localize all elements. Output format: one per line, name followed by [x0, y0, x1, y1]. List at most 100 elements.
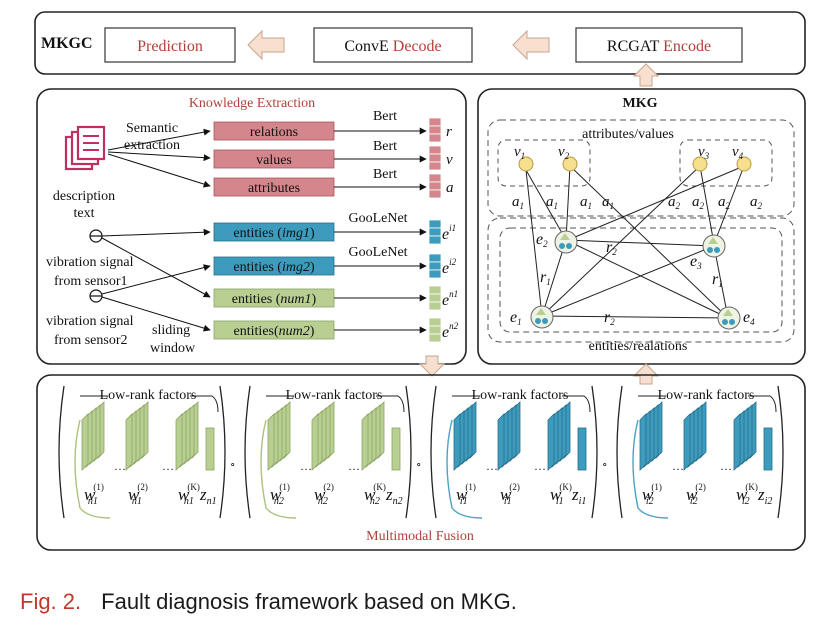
factor-w-label: w(1)n1	[84, 482, 104, 507]
mkg-title: MKG	[623, 96, 658, 111]
low-rank-factors-label: Low-rank factors	[286, 388, 383, 403]
v-symbol: v	[446, 152, 453, 168]
factor-tensor-stack	[497, 401, 521, 471]
sliding-label: sliding	[152, 323, 190, 338]
ei1-symbol: ei1	[442, 223, 456, 243]
attributes-label: attributes	[248, 181, 300, 196]
z-label: zn1	[199, 485, 217, 507]
svg-text:a1: a1	[546, 194, 558, 211]
svg-text:a2: a2	[668, 194, 681, 211]
z-label: zn2	[385, 485, 403, 507]
z-vector	[391, 427, 401, 471]
bert-label: Bert	[373, 167, 397, 182]
entity-node-e2	[554, 230, 578, 254]
attribute-edge-labels: a1 a1 a1 a1 a2 a2 a2 a2	[512, 194, 763, 211]
ellipsis: …	[534, 459, 546, 473]
low-rank-factors-label: Low-rank factors	[100, 388, 197, 403]
description-label: description	[53, 189, 115, 204]
r2-label-bottom: r2	[604, 309, 615, 327]
z-vector	[205, 427, 215, 471]
ellipsis: …	[114, 459, 126, 473]
mkg-panel: MKG attributes/values entities/realation…	[477, 88, 806, 385]
factor-tensor-stack	[453, 401, 477, 471]
rcgat-encode-box	[575, 27, 743, 63]
z-vector	[577, 427, 587, 471]
e2-label: e2	[536, 231, 548, 249]
entities-relations-label: entities/realations	[589, 339, 688, 354]
mkg-edges	[525, 165, 745, 319]
value-node-v2	[562, 156, 578, 172]
r2-label-top: r2	[606, 239, 617, 257]
entity-node-e3	[702, 234, 726, 258]
multimodal-fusion-panel: Multimodal Fusion Low-rank factors w(1)n1…	[36, 374, 806, 551]
embedding-vector-r	[428, 117, 442, 143]
bert-label: Bert	[373, 139, 397, 154]
embedding-vector-ei1	[428, 219, 442, 245]
up-arrow-icon	[632, 363, 660, 385]
entities-img2-label: entities (img2)	[233, 260, 315, 275]
svg-text:a2: a2	[718, 194, 731, 211]
multimodal-fusion-title: Multimodal Fusion	[366, 529, 474, 544]
factor-tensor-stack	[683, 401, 707, 471]
sensor1-icon	[89, 229, 103, 243]
en1-symbol: en1	[442, 289, 458, 309]
window-label: window	[150, 341, 196, 356]
googlenet-label: GooLeNet	[348, 211, 407, 226]
value-node-v1	[518, 156, 534, 172]
document-icon	[64, 125, 106, 171]
factor-tensor-stack	[361, 401, 385, 471]
factor-w-label: w(1)i2	[642, 482, 662, 507]
factor-tensor-stack	[547, 401, 571, 471]
ellipsis: …	[486, 459, 498, 473]
value-node-v4	[736, 156, 752, 172]
svg-text:a2: a2	[750, 194, 763, 211]
embedding-vector-a	[428, 173, 442, 199]
conve-decode-box	[313, 27, 473, 63]
e3-label: e3	[690, 253, 702, 271]
vibration-signal-2-label: vibration signal	[46, 314, 134, 329]
value-node-v3	[692, 156, 708, 172]
svg-text:a2: a2	[692, 194, 705, 211]
factor-w-label: w(2)n1	[128, 482, 148, 507]
factor-tensor-stack	[733, 401, 757, 471]
vibration-signal-1-label: vibration signal	[46, 255, 134, 270]
svg-text:a1: a1	[580, 194, 592, 211]
text-label: text	[74, 206, 95, 221]
factor-tensor-stack	[311, 401, 335, 471]
factor-tensor-stack	[175, 401, 199, 471]
v3-label: v3	[698, 144, 710, 161]
factor-w-label: w(2)n2	[314, 482, 334, 507]
ellipsis: …	[162, 459, 174, 473]
factor-w-label: w(2)i1	[500, 482, 520, 507]
factor-tensor-stack	[125, 401, 149, 471]
embedding-vector-v	[428, 145, 442, 171]
ellipsis: …	[300, 459, 312, 473]
factor-w-label: w(1)n2	[270, 482, 290, 507]
figure-caption-text: Fault diagnosis framework based on MKG.	[101, 589, 517, 614]
composition-operator: ∘	[230, 459, 235, 471]
ellipsis: …	[348, 459, 360, 473]
rcgat-encode-label: RCGAT Encode	[607, 38, 711, 55]
r1-label-left: r1	[540, 269, 551, 287]
factor-w-label: w(K)i1	[550, 482, 572, 507]
svg-text:a1: a1	[602, 194, 614, 211]
prediction-box	[104, 27, 236, 63]
entity-node-e4	[717, 306, 741, 330]
z-vector	[763, 427, 773, 471]
factor-w-label: w(1)i1	[456, 482, 476, 507]
pipeline-panel: MKGC Prediction ConvE Decode RCGAT Encod…	[34, 11, 806, 87]
e1-label: e1	[510, 309, 522, 327]
prediction-label: Prediction	[137, 38, 203, 55]
from-sensor2-label: from sensor2	[54, 333, 128, 348]
googlenet-label: GooLeNet	[348, 245, 407, 260]
embedding-vector-ei2	[428, 253, 442, 279]
values-label: values	[256, 153, 292, 168]
mkgc-label: MKGC	[41, 35, 93, 52]
en2-symbol: en2	[442, 321, 459, 341]
z-label: zi1	[571, 485, 586, 507]
factor-w-label: w(2)i2	[686, 482, 706, 507]
factor-tensor-stack	[639, 401, 663, 471]
